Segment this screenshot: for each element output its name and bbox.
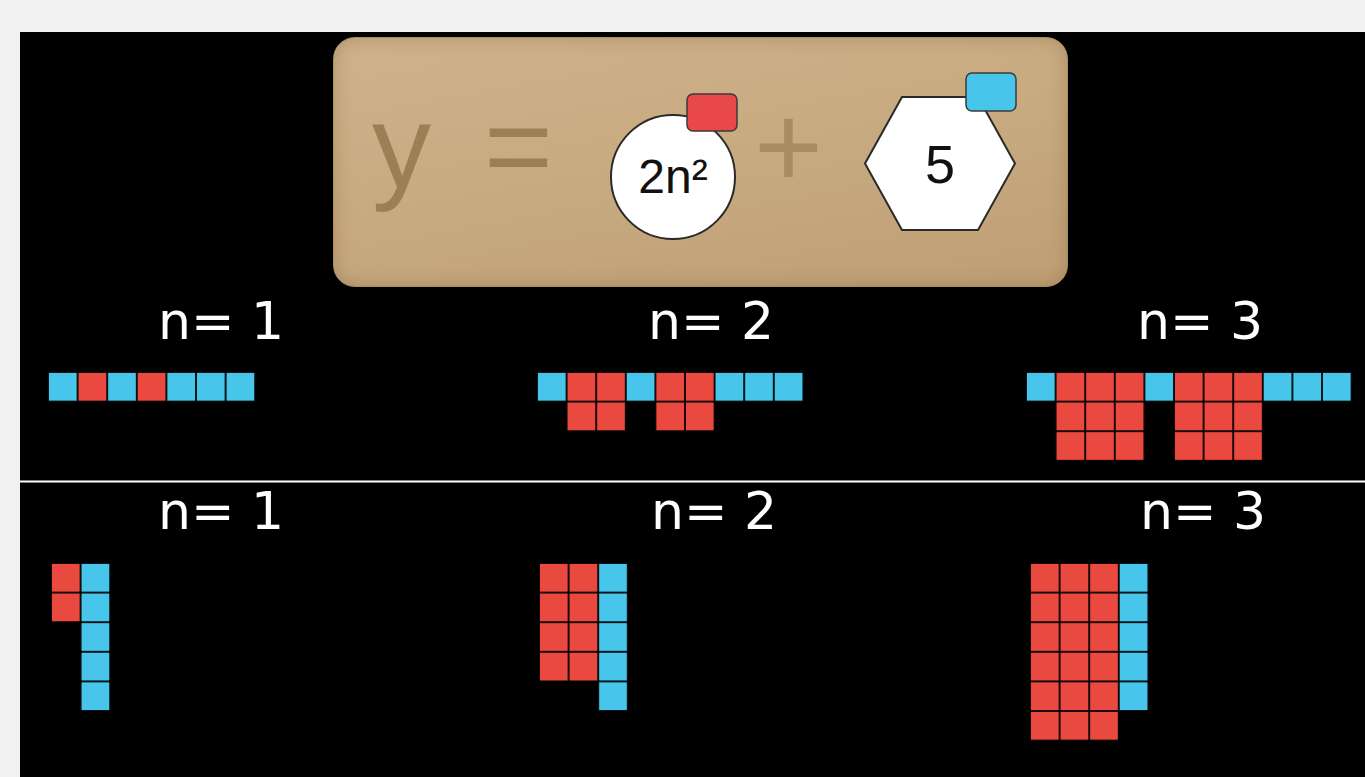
red-block bbox=[51, 563, 81, 622]
colour-tag bbox=[966, 73, 1016, 111]
blue-tile bbox=[1263, 372, 1352, 402]
variable-letter: y bbox=[372, 87, 431, 205]
term-text: 5 bbox=[925, 137, 955, 191]
red-square bbox=[655, 372, 714, 431]
stage-label: n= 2 bbox=[651, 485, 777, 537]
blue-column bbox=[598, 563, 628, 711]
colour-tag bbox=[687, 94, 737, 131]
term-text: 2n² bbox=[638, 153, 707, 201]
blue-column bbox=[1119, 563, 1149, 711]
blue-tile bbox=[715, 372, 804, 402]
red-tile bbox=[137, 372, 167, 402]
red-square bbox=[1174, 372, 1263, 461]
tile-column bbox=[51, 563, 110, 711]
quadratic-term-circle: 2n² bbox=[609, 113, 737, 241]
constant-hexagon: 5 bbox=[864, 96, 1016, 231]
blue-tile bbox=[107, 372, 137, 402]
red-block bbox=[1030, 563, 1119, 741]
tile-row bbox=[1026, 372, 1352, 461]
blue-tile bbox=[48, 372, 78, 402]
hexagon-shape bbox=[865, 97, 1015, 230]
red-square bbox=[1056, 372, 1145, 461]
blue-tile bbox=[1026, 372, 1056, 402]
blue-column bbox=[81, 563, 111, 711]
stage-label: n= 3 bbox=[1137, 295, 1263, 347]
red-tile bbox=[78, 372, 108, 402]
blue-tile bbox=[166, 372, 255, 402]
text-holder: 5 bbox=[864, 96, 1016, 231]
red-block bbox=[539, 563, 598, 681]
stage-label: n= 2 bbox=[648, 295, 774, 347]
text-holder: 2n² bbox=[609, 113, 737, 241]
divider-line bbox=[20, 481, 1365, 483]
tile-column bbox=[1030, 563, 1148, 741]
equation-board: y = +2n² 5 bbox=[333, 37, 1068, 287]
stage-label: n= 1 bbox=[158, 295, 284, 347]
plus-sign: + bbox=[754, 87, 823, 205]
blue-tile bbox=[626, 372, 656, 402]
tile-column bbox=[539, 563, 628, 711]
tile-row bbox=[537, 372, 803, 431]
stage-label: n= 3 bbox=[1140, 485, 1266, 537]
tile-row bbox=[48, 372, 255, 402]
red-square bbox=[567, 372, 626, 431]
stage-label: n= 1 bbox=[158, 485, 284, 537]
equals-sign: = bbox=[484, 87, 553, 205]
circle-shape bbox=[611, 115, 735, 239]
blue-tile bbox=[537, 372, 567, 402]
blue-tile bbox=[1144, 372, 1174, 402]
